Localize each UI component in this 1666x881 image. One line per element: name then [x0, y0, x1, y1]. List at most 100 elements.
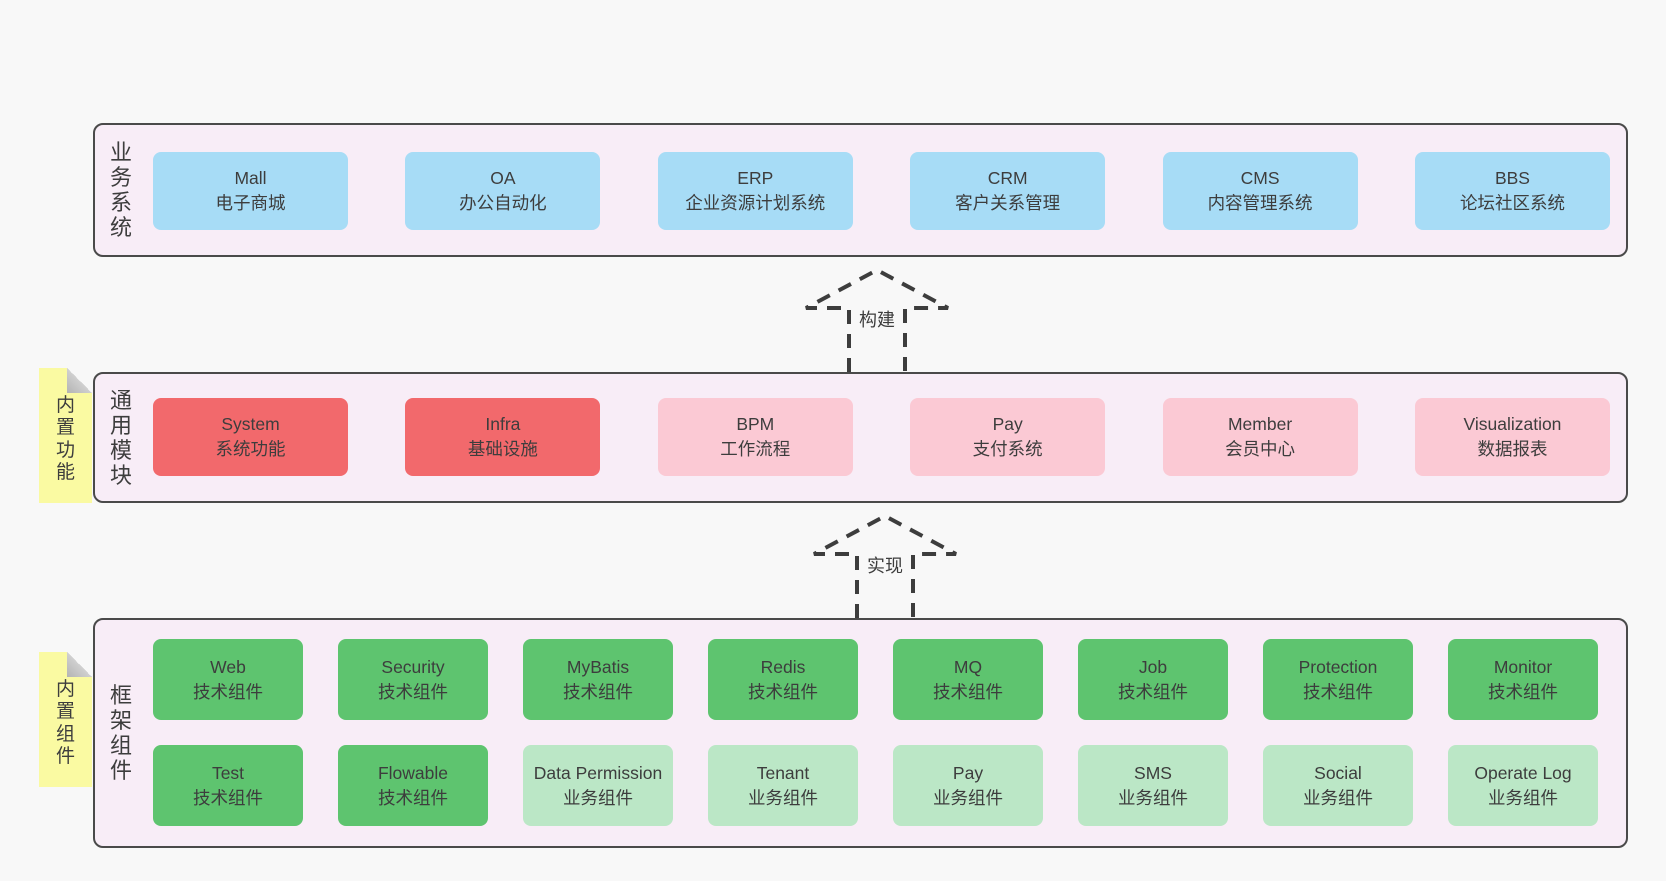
node-desc: 内容管理系统 [1207, 193, 1313, 213]
arrow-implement-label: 实现 [863, 554, 907, 578]
node-desc: 业务组件 [1118, 787, 1188, 808]
node-name: OA [490, 168, 516, 188]
node-desc: 业务组件 [1488, 787, 1558, 808]
sticky-built-in-functions: 内置功能 [39, 368, 92, 503]
node-erp: ERP 企业资源计划系统 [657, 152, 853, 230]
node-name: Data Permission [533, 762, 663, 783]
node-crm: CRM 客户关系管理 [910, 152, 1106, 230]
node-name: MyBatis [566, 656, 630, 677]
node-cms: CMS 内容管理系统 [1162, 152, 1358, 230]
node-pay-component: Pay 业务组件 [893, 745, 1043, 826]
folded-corner-icon [67, 652, 92, 677]
node-name: BPM [736, 414, 775, 434]
node-system: System 系统功能 [153, 398, 348, 476]
node-member: Member 会员中心 [1162, 398, 1358, 476]
node-protection: Protection 技术组件 [1263, 639, 1413, 720]
arrow-implement: 实现 [810, 514, 960, 618]
node-name: Test [211, 762, 245, 783]
node-name: Tenant [756, 762, 810, 783]
node-desc: 企业资源计划系统 [685, 193, 826, 213]
section-components-label: 框架组件 [109, 683, 132, 783]
node-name: Pay [992, 414, 1023, 434]
node-name: Pay [952, 762, 984, 783]
node-desc: 技术组件 [933, 681, 1003, 702]
node-data-permission: Data Permission 业务组件 [523, 745, 673, 826]
section-framework-components: 框架组件 Web 技术组件 Security 技术组件 MyBatis 技术组件… [93, 618, 1628, 848]
node-name: System [221, 414, 280, 434]
node-bpm: BPM 工作流程 [657, 398, 853, 476]
node-name: Member [1227, 414, 1293, 434]
node-flowable: Flowable 技术组件 [338, 745, 488, 826]
node-mall: Mall 电子商城 [153, 152, 348, 230]
node-visualization: Visualization 数据报表 [1414, 398, 1610, 476]
node-name: ERP [737, 168, 774, 188]
node-desc: 业务组件 [1303, 787, 1373, 808]
node-desc: 基础设施 [467, 439, 538, 459]
node-name: Social [1314, 762, 1362, 783]
node-name: Redis [760, 656, 806, 677]
node-desc: 会员中心 [1225, 439, 1296, 459]
node-desc: 技术组件 [193, 787, 263, 808]
node-job: Job 技术组件 [1078, 639, 1228, 720]
node-desc: 技术组件 [563, 681, 633, 702]
components-box-row-1: Web 技术组件 Security 技术组件 MyBatis 技术组件 Redi… [153, 639, 1598, 720]
node-name: Web [210, 656, 246, 677]
node-desc: 业务组件 [748, 787, 818, 808]
node-name: Security [381, 656, 445, 677]
node-desc: 技术组件 [378, 681, 448, 702]
node-sms: SMS 业务组件 [1078, 745, 1228, 826]
business-box-row: Mall 电子商城 OA 办公自动化 ERP 企业资源计划系统 CRM 客户关系… [153, 152, 1610, 230]
node-infra: Infra 基础设施 [405, 398, 601, 476]
sticky-label: 内置组件 [55, 678, 75, 768]
node-desc: 技术组件 [1303, 681, 1373, 702]
node-desc: 业务组件 [563, 787, 633, 808]
components-box-row-2: Test 技术组件 Flowable 技术组件 Data Permission … [153, 745, 1598, 826]
node-desc: 业务组件 [933, 787, 1003, 808]
section-common-modules: 通用模块 System 系统功能 Infra 基础设施 BPM 工作流程 Pay… [93, 372, 1628, 503]
node-tenant: Tenant 业务组件 [708, 745, 858, 826]
arrow-build: 构建 [802, 268, 952, 372]
node-name: MQ [953, 656, 983, 677]
arrow-build-label: 构建 [855, 308, 899, 332]
node-desc: 系统功能 [215, 439, 286, 459]
section-business-systems: 业务系统 Mall 电子商城 OA 办公自动化 ERP 企业资源计划系统 CRM… [93, 123, 1628, 257]
sticky-built-in-components: 内置组件 [39, 652, 92, 787]
node-name: Monitor [1493, 656, 1553, 677]
node-name: BBS [1494, 168, 1530, 188]
node-pay-module: Pay 支付系统 [910, 398, 1106, 476]
node-name: Protection [1298, 656, 1378, 677]
node-desc: 电子商城 [215, 193, 286, 213]
node-redis: Redis 技术组件 [708, 639, 858, 720]
node-security: Security 技术组件 [338, 639, 488, 720]
node-name: Job [1138, 656, 1168, 677]
node-desc: 论坛社区系统 [1459, 193, 1565, 213]
node-desc: 技术组件 [1118, 681, 1188, 702]
modules-box-row: System 系统功能 Infra 基础设施 BPM 工作流程 Pay 支付系统… [153, 398, 1610, 476]
node-desc: 技术组件 [193, 681, 263, 702]
node-desc: 客户关系管理 [955, 193, 1061, 213]
node-desc: 支付系统 [972, 439, 1043, 459]
node-name: Flowable [377, 762, 449, 783]
node-monitor: Monitor 技术组件 [1448, 639, 1598, 720]
section-business-label: 业务系统 [109, 140, 132, 240]
node-name: CRM [987, 168, 1028, 188]
node-desc: 技术组件 [378, 787, 448, 808]
node-bbs: BBS 论坛社区系统 [1414, 152, 1610, 230]
node-name: Infra [485, 414, 521, 434]
node-name: Operate Log [1474, 762, 1572, 783]
folded-corner-icon [67, 368, 92, 393]
node-name: SMS [1134, 762, 1172, 783]
node-web: Web 技术组件 [153, 639, 303, 720]
node-name: CMS [1240, 168, 1280, 188]
node-desc: 数据报表 [1477, 439, 1548, 459]
node-desc: 办公自动化 [459, 193, 547, 213]
node-social: Social 业务组件 [1263, 745, 1413, 826]
node-mq: MQ 技术组件 [893, 639, 1043, 720]
node-oa: OA 办公自动化 [405, 152, 601, 230]
node-test: Test 技术组件 [153, 745, 303, 826]
node-name: Mall [234, 168, 267, 188]
sticky-label: 内置功能 [55, 394, 75, 484]
section-modules-label: 通用模块 [109, 387, 132, 488]
node-operate-log: Operate Log 业务组件 [1448, 745, 1598, 826]
